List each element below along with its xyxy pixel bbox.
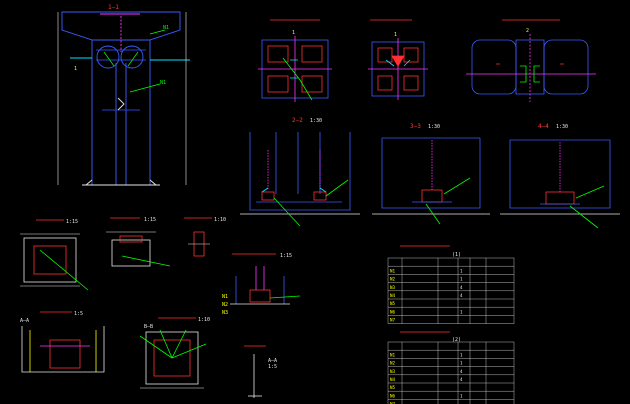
table1-prefix: (1) [452,252,461,258]
table2-cell: N2 [390,361,396,366]
table2-cell: 1 [460,352,463,357]
detail-n3: N3 [222,310,228,316]
table2-cell: 1 [460,361,463,366]
table2-cell: 1 [460,393,463,398]
detail-7-scale: 1:5 [268,364,277,370]
table2-cell: N7 [390,402,396,404]
section-3-3 [372,137,490,225]
detail-2-scale: 1:15 [144,217,156,223]
table1-cell: 1 [460,268,463,273]
elevation-ref: 1 [74,66,77,72]
table1-cell: 4 [460,285,463,290]
section-2-2-title: 2—2 [292,117,303,124]
table1-cell: 1 [460,277,463,282]
detail-7 [244,345,266,398]
detail-4 [230,253,301,305]
detail-1-scale: 1:15 [66,219,78,225]
plan-view-3 [466,19,596,102]
plan2-ref: 1 [394,32,397,38]
table1-cell: N3 [390,285,396,290]
table2-prefix: (2) [452,337,461,343]
section-4-4-scale: 1:30 [556,124,568,130]
cut-a-label: A—A [20,318,29,324]
table1-cell: N6 [390,309,396,314]
table2-cell: N6 [390,393,396,398]
detail-3 [184,217,212,257]
table1-cell: N7 [390,318,396,323]
elevation-tag-2: N1 [160,80,166,86]
table2-cell: N4 [390,377,396,382]
section-2-2-scale: 1:30 [310,118,322,124]
table2-cell: N5 [390,385,396,390]
section-4-4-title: 4—4 [538,123,549,130]
detail-6 [139,317,207,389]
detail-5 [21,311,105,373]
table2-cell: N3 [390,369,396,374]
detail-7-note: A—A [268,358,277,364]
detail-2 [106,217,171,267]
section-3-3-title: 3—3 [410,123,421,130]
detail-5-scale: 1:5 [74,311,83,317]
table1-cell: 1 [460,309,463,314]
detail-n1: N1 [222,294,228,300]
table2-cell: 4 [460,369,463,374]
detail-3-scale: 1:10 [214,217,226,223]
plan3-ref: 2 [526,28,529,34]
detail-1 [20,219,89,291]
table1-cell: N1 [390,268,396,273]
table2-cell: 4 [460,377,463,382]
cut-b-label: B—B [144,324,153,330]
plan-view-2 [368,19,428,100]
section-3-3-scale: 1:30 [428,124,440,130]
elevation-view [57,11,190,186]
plan-view-1 [258,19,332,102]
table1-cell: N4 [390,293,396,298]
table1-cell: 4 [460,293,463,298]
table1-cell: N5 [390,301,396,306]
table2-cell: N1 [390,352,396,357]
detail-n2: N2 [222,302,228,308]
plan1-ref: 1 [292,30,295,36]
detail-4-scale: 1:15 [280,253,292,259]
table1-cell: N2 [390,277,396,282]
elevation-title: 1—1 [108,4,119,11]
detail-6-scale: 1:10 [198,317,210,323]
elevation-tag-1: N1 [163,25,169,31]
section-4-4 [500,139,620,229]
section-2-2 [240,132,360,227]
